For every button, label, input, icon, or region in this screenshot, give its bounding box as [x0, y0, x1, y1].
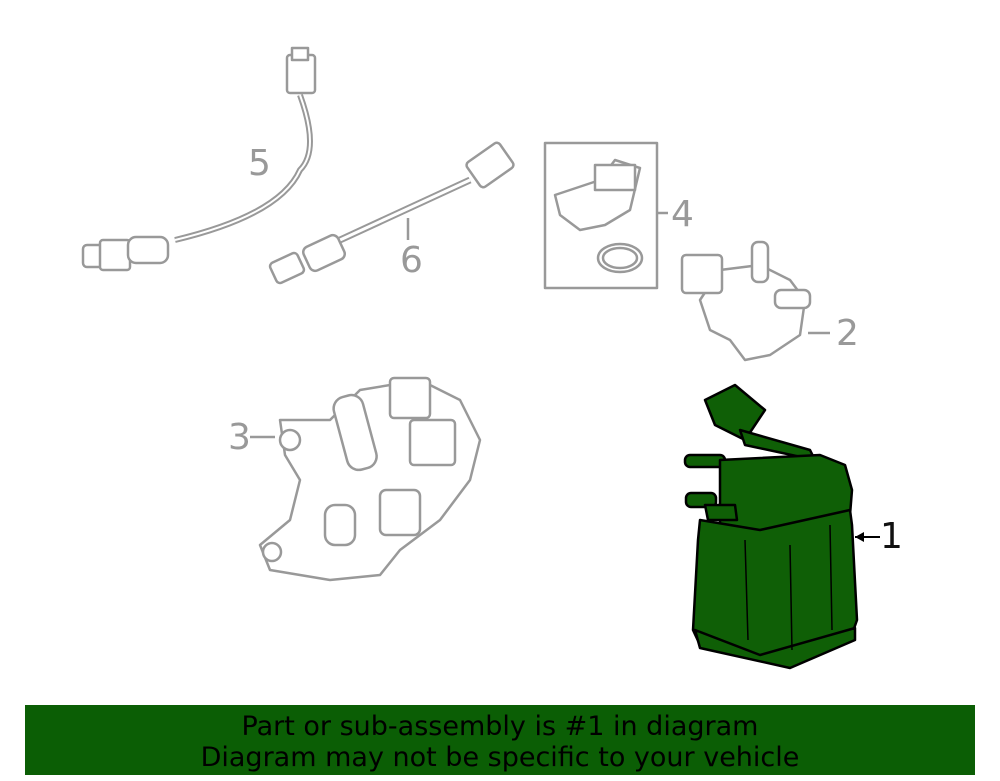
part-2-valve[interactable]: [680, 240, 830, 362]
info-banner: Part or sub-assembly is #1 in diagram Di…: [25, 705, 975, 775]
callout-4: 4: [671, 194, 694, 235]
part-6-oxygen-sensor[interactable]: [268, 141, 515, 285]
part-3-assembly[interactable]: [250, 376, 482, 582]
banner-line-2: Diagram may not be specific to your vehi…: [200, 742, 800, 773]
part-4-sensor-kit[interactable]: [543, 141, 668, 290]
callout-2: 2: [836, 313, 859, 354]
banner-line-1: Part or sub-assembly is #1 in diagram: [241, 711, 759, 742]
callout-3: 3: [228, 417, 251, 458]
part-5-oxygen-sensor[interactable]: [81, 46, 317, 272]
callout-6: 6: [400, 240, 423, 281]
part-1-canister[interactable]: [683, 383, 859, 670]
callout-1: 1: [880, 516, 903, 557]
parts-diagram: [81, 46, 880, 670]
callout-5: 5: [248, 143, 271, 184]
